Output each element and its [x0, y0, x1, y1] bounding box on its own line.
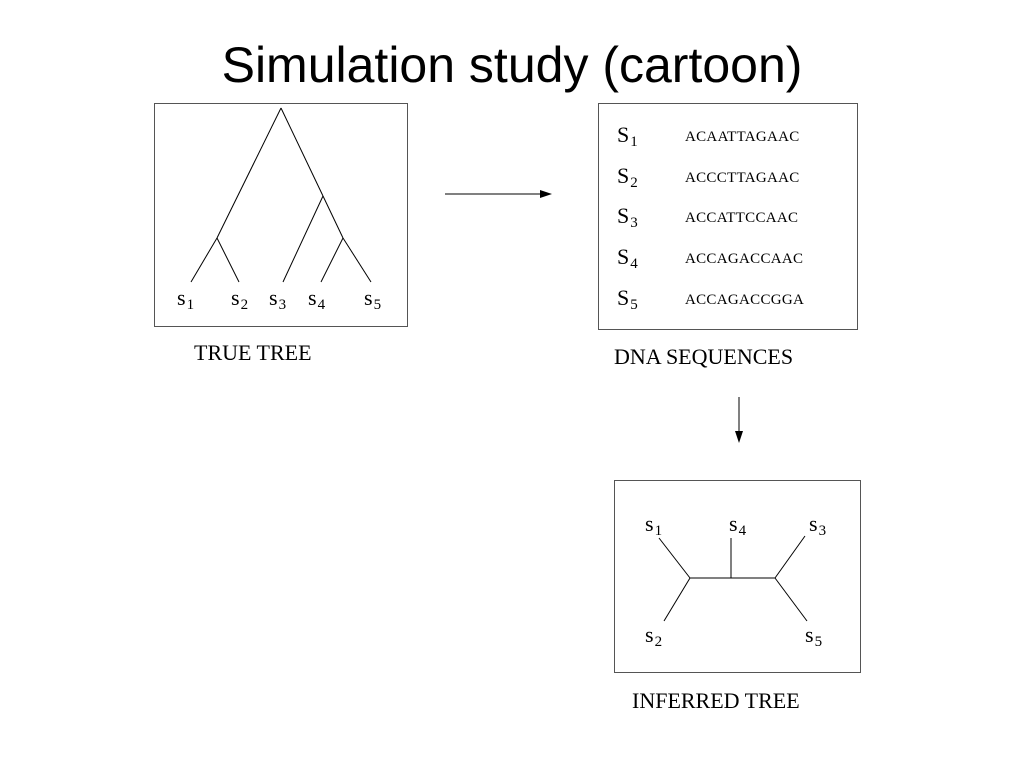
true-tree-caption: TRUE TREE — [194, 340, 312, 365]
true-tree-branch — [322, 195, 344, 239]
sequence-label: S3 — [617, 203, 638, 231]
sequence-label: S5 — [617, 285, 638, 313]
inferred-tree-caption: INFERRED TREE — [632, 688, 800, 713]
inferred-tree-branch — [774, 577, 808, 622]
sequence-label: S2 — [617, 163, 638, 191]
true-tree-branch — [320, 237, 344, 283]
inferred-tree-leaf-s3: s3 — [809, 511, 827, 539]
true-tree-branch — [280, 107, 324, 197]
inferred-tree-leaf-s4: s4 — [729, 511, 747, 539]
inferred-tree-branch — [774, 535, 806, 579]
dna-sequences-caption: DNA SEQUENCES — [614, 344, 794, 369]
inferred-tree-leaf-s5: s5 — [805, 622, 823, 650]
true-tree-leaf-s3: s3 — [269, 285, 287, 313]
sequence-text: ACCAGACCGGA — [685, 292, 805, 308]
inferred-tree-panel: s1 s4 s3 s2 s5 — [614, 480, 861, 673]
sequence-text: ACCAGACCAAC — [685, 251, 804, 267]
inferred-tree-leaf-s1: s1 — [645, 511, 663, 539]
true-tree-leaf-s4: s4 — [308, 285, 326, 313]
inferred-tree-diagram — [658, 535, 808, 622]
true-tree-branch — [282, 195, 324, 283]
true-tree-branch — [190, 237, 218, 283]
dna-sequences-panel: S1 ACAATTAGAAC S2 ACCCTTAGAAC S3 ACCATTC… — [598, 103, 858, 330]
inferred-tree-branch — [663, 577, 691, 622]
sequence-text: ACAATTAGAAC — [685, 129, 800, 145]
sequence-text: ACCCTTAGAAC — [685, 170, 800, 186]
inferred-tree-branch — [658, 537, 691, 579]
inferred-tree-leaf-s2: s2 — [645, 622, 663, 650]
slide-title: Simulation study (cartoon) — [221, 37, 803, 93]
true-tree-leaf-s1: s1 — [177, 285, 195, 313]
true-tree-branch — [342, 237, 372, 283]
true-tree-branch — [216, 107, 282, 239]
sequence-label: S4 — [617, 244, 638, 272]
true-tree-branch — [216, 237, 240, 283]
true-tree-leaf-s5: s5 — [364, 285, 382, 313]
true-tree-leaf-s2: s2 — [231, 285, 249, 313]
true-tree-panel: s1 s2 s3 s4 s5 — [154, 103, 408, 327]
sequence-label: S1 — [617, 122, 638, 150]
true-tree-diagram — [190, 107, 372, 283]
sequence-text: ACCATTCCAAC — [685, 210, 799, 226]
